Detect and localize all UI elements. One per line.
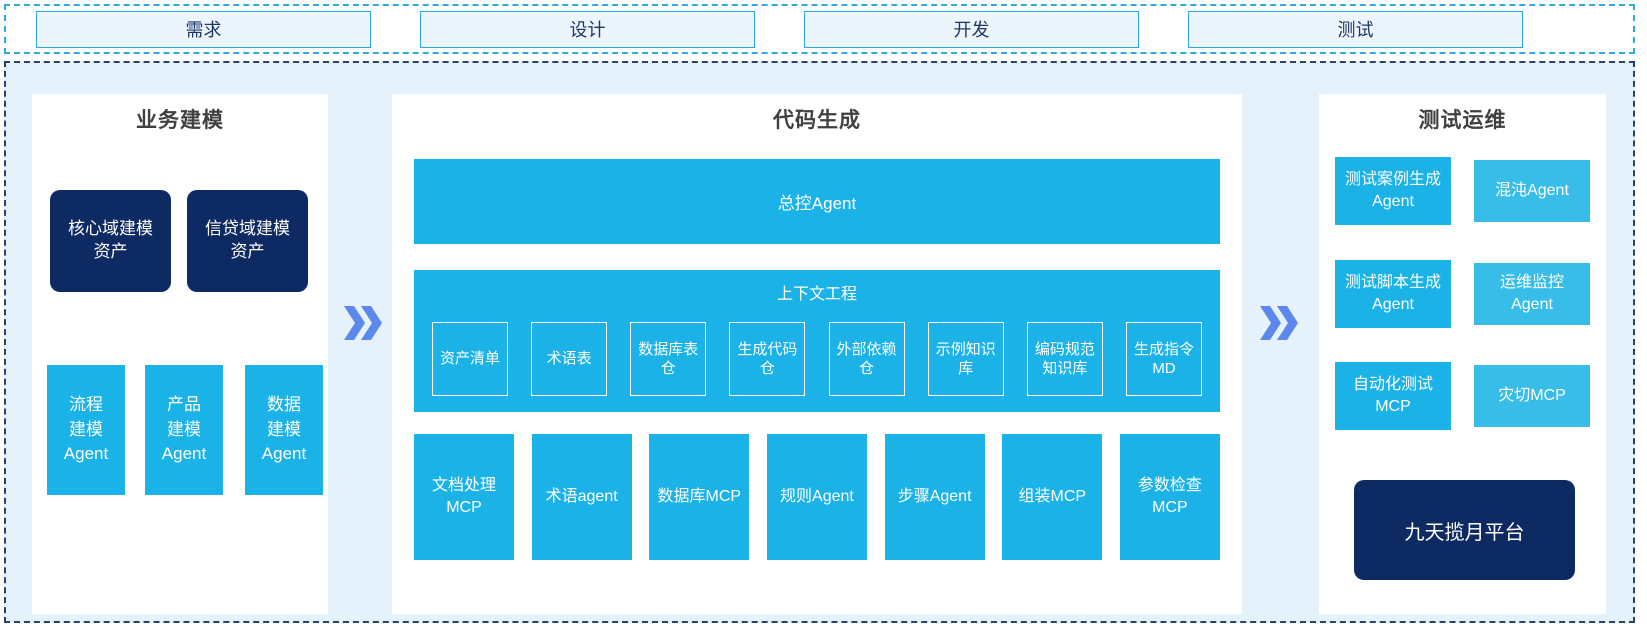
phase-requirements: 需求 (36, 10, 371, 48)
gen-instruction-md-item: 生成指令MD (1125, 322, 1202, 396)
panel-test-ops: 测试运维 测试案例生成Agent 混沌Agent 测试脚本生成Agent 运维监… (1319, 94, 1606, 614)
panel-title-business-modeling: 业务建模 (136, 109, 224, 132)
test-script-gen-agent-box: 测试脚本生成Agent (1335, 260, 1451, 328)
example-knowledge-base-item: 示例知识库 (927, 322, 1004, 396)
param-check-mcp-box: 参数检查MCP (1119, 434, 1220, 560)
database-mcp-box: 数据库MCP (649, 434, 750, 560)
context-engineering-items: 资产清单 术语表 数据库表仓 生成代码仓 外部依赖仓 示例知识库 编码规范知识库… (432, 322, 1202, 396)
generated-code-repo-item: 生成代码仓 (729, 322, 806, 396)
master-control-agent-bar: 总控Agent (414, 159, 1220, 244)
doc-processing-mcp-box: 文档处理MCP (414, 434, 514, 560)
credit-domain-assets-box: 信贷域建模资产 (187, 190, 308, 292)
phase-strip: 需求 设计 开发 测试 (4, 4, 1635, 54)
terminology-agent-box: 术语agent (531, 434, 632, 560)
rules-agent-box: 规则Agent (766, 434, 867, 560)
ops-monitoring-agent-box: 运维监控Agent (1474, 263, 1590, 325)
steps-agent-box: 步骤Agent (884, 434, 985, 560)
database-table-repo-item: 数据库表仓 (630, 322, 707, 396)
panel-code-generation: 代码生成 总控Agent 上下文工程 资产清单 术语表 数据库表仓 生成代码仓 … (392, 94, 1242, 614)
coding-standards-kb-item: 编码规范知识库 (1026, 322, 1103, 396)
tools-row: 文档处理MCP 术语agent 数据库MCP 规则Agent 步骤Agent 组… (414, 434, 1220, 560)
chaos-agent-box: 混沌Agent (1474, 160, 1590, 222)
asset-list-item: 资产清单 (432, 322, 508, 396)
assembly-mcp-box: 组装MCP (1002, 434, 1103, 560)
product-modeling-agent-box: 产品建模Agent (145, 365, 223, 495)
core-domain-assets-box: 核心域建模资产 (50, 190, 171, 292)
chevron-double-right-icon (1260, 305, 1302, 341)
test-case-gen-agent-box: 测试案例生成Agent (1335, 157, 1451, 225)
context-engineering-title: 上下文工程 (776, 286, 857, 303)
phase-testing: 测试 (1188, 10, 1523, 48)
phase-design: 设计 (420, 10, 755, 48)
panel-business-modeling: 业务建模 核心域建模资产 信贷域建模资产 流程建模Agent 产品建模Agent… (32, 94, 328, 614)
disaster-switch-mcp-box: 灾切MCP (1474, 365, 1590, 427)
chevron-double-right-icon (344, 305, 386, 341)
glossary-item: 术语表 (531, 322, 608, 396)
panel-title-test-ops: 测试运维 (1418, 109, 1507, 132)
data-modeling-agent-box: 数据建模Agent (245, 365, 323, 495)
jiutian-platform-box: 九天揽月平台 (1354, 480, 1575, 580)
panel-title-code-generation: 代码生成 (773, 109, 861, 132)
context-engineering-block: 上下文工程 资产清单 术语表 数据库表仓 生成代码仓 外部依赖仓 示例知识库 编… (414, 270, 1220, 412)
external-deps-repo-item: 外部依赖仓 (828, 322, 905, 396)
phase-development: 开发 (804, 10, 1139, 48)
main-container: 业务建模 核心域建模资产 信贷域建模资产 流程建模Agent 产品建模Agent… (4, 61, 1635, 623)
process-modeling-agent-box: 流程建模Agent (47, 365, 125, 495)
automated-test-mcp-box: 自动化测试MCP (1335, 362, 1451, 430)
